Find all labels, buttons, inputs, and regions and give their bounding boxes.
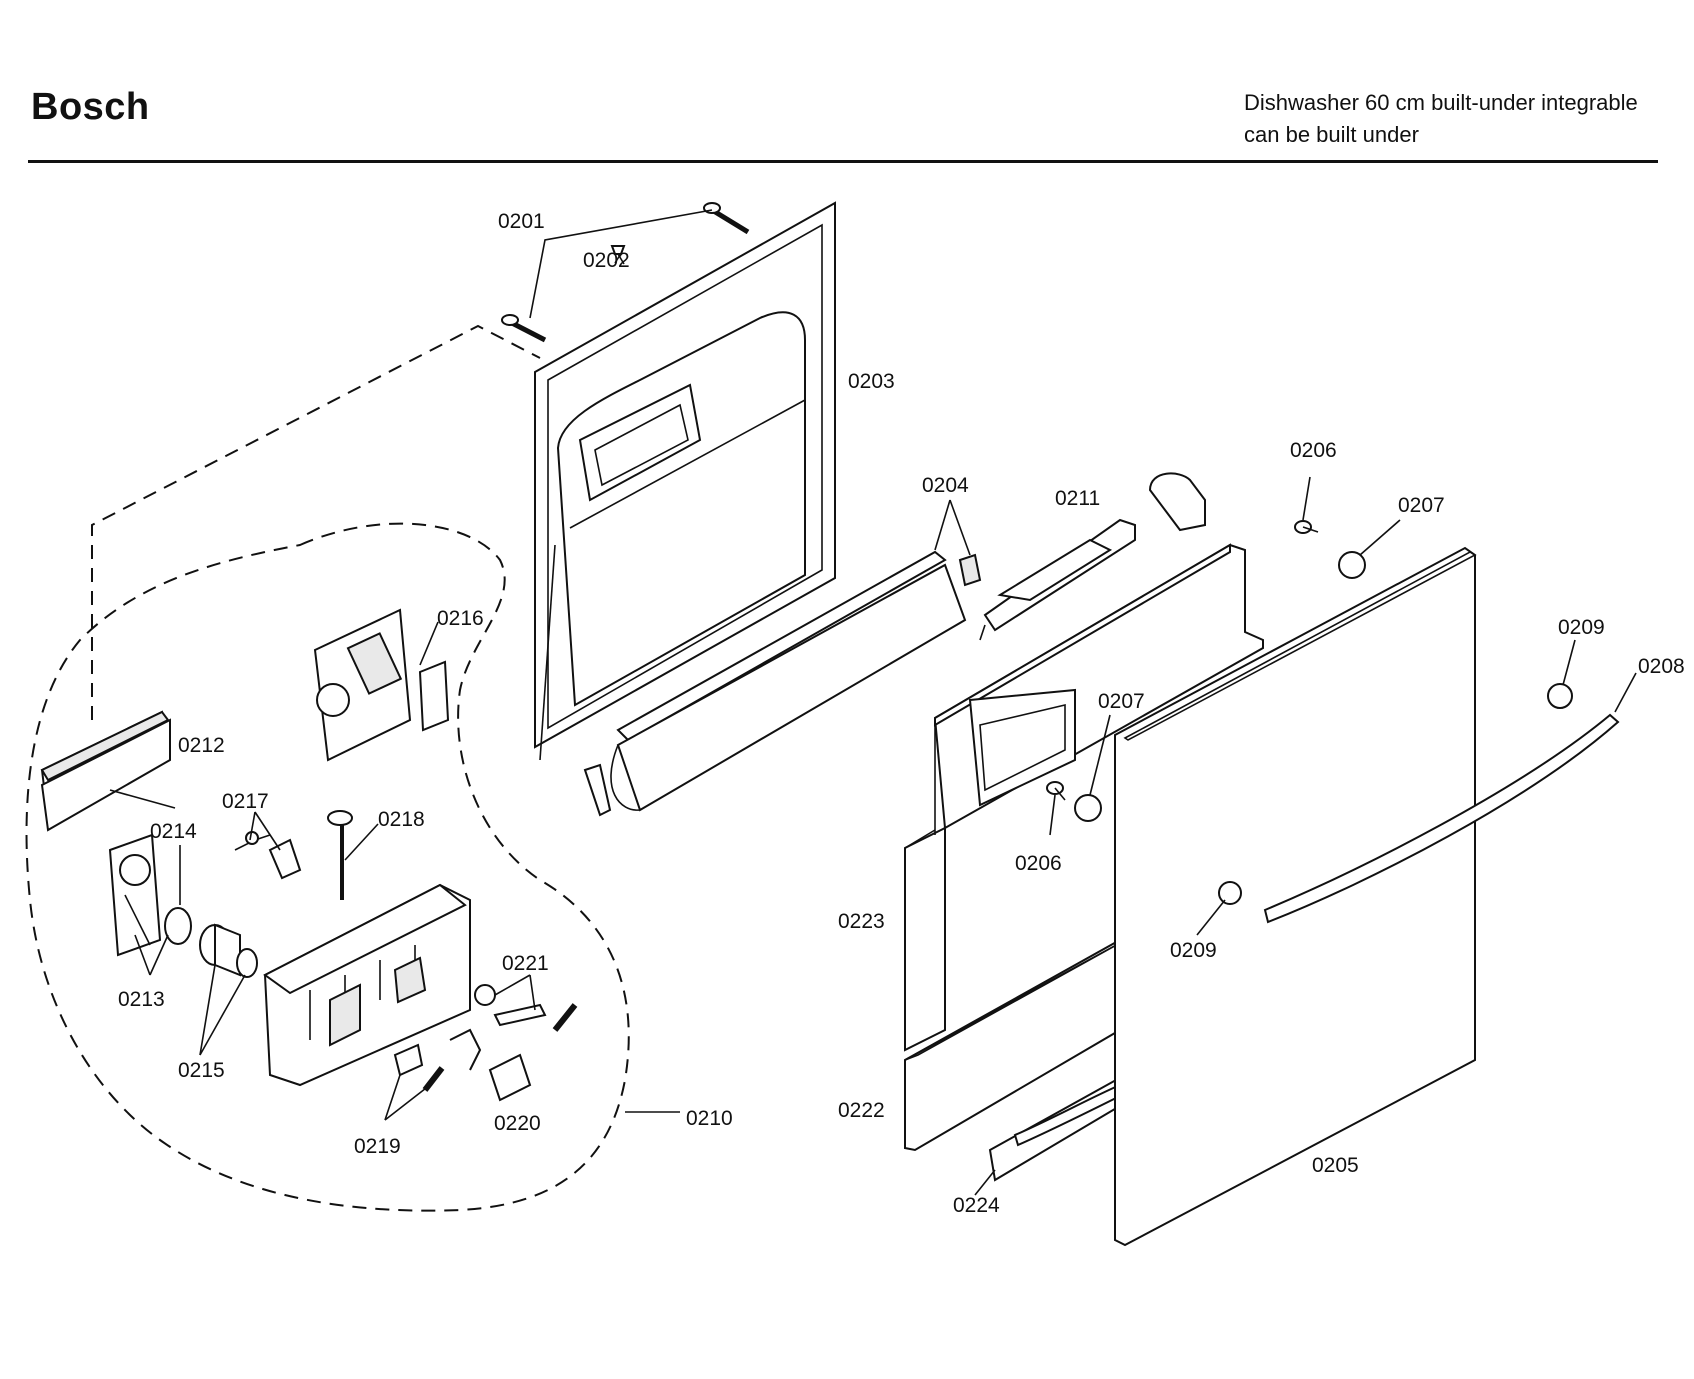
disc-0207-top [1338, 551, 1366, 579]
label-0206-top: 0206 [1290, 439, 1337, 462]
rinse-aid-housing [108, 833, 162, 957]
float-pin-0218 [327, 810, 353, 900]
label-0207-top: 0207 [1398, 494, 1445, 517]
dashed-leader [91, 324, 541, 720]
door-seal-strip [610, 550, 982, 812]
label-0211: 0211 [1055, 487, 1100, 510]
label-0201: 0201 [498, 210, 545, 233]
dispenser-housing [263, 883, 471, 1087]
rinse-cap-0215 [199, 923, 258, 978]
switch-0220 [488, 1053, 532, 1102]
inner-door-frame [534, 201, 836, 761]
label-0210: 0210 [686, 1107, 733, 1130]
label-0202: 0202 [583, 249, 630, 272]
spring-lever-0217 [234, 831, 302, 880]
label-0221: 0221 [502, 952, 549, 975]
detergent-flap [418, 660, 450, 732]
seal-ring-0214 [164, 907, 192, 945]
label-0203: 0203 [848, 370, 895, 393]
label-0217: 0217 [222, 790, 269, 813]
label-0219: 0219 [354, 1135, 401, 1158]
hinge-screw-0206-top [1294, 520, 1319, 534]
label-0218: 0218 [378, 808, 425, 831]
brand-title: Bosch [31, 86, 150, 128]
model-description-line1: Dishwasher 60 cm built-under integrable [1244, 90, 1638, 115]
screw-0201-top [703, 202, 750, 235]
dispenser-window-frame [40, 710, 171, 832]
dashed-group-outline [25, 522, 630, 1212]
label-0223: 0223 [838, 910, 885, 933]
kickplate-trim [988, 1073, 1132, 1182]
bracket-left [583, 763, 612, 817]
front-inner-panel [904, 543, 1264, 1052]
model-description-line2: can be built under [1244, 122, 1419, 147]
label-0220: 0220 [494, 1112, 541, 1135]
label-0209-right: 0209 [1558, 616, 1605, 639]
leader-lines [109, 209, 1637, 1196]
label-0213: 0213 [118, 988, 165, 1011]
label-0204: 0204 [922, 474, 969, 497]
label-0206-mid: 0206 [1015, 852, 1062, 875]
label-0209-left: 0209 [1170, 939, 1217, 962]
label-0215: 0215 [178, 1059, 225, 1082]
actuator-parts-0219 [393, 1028, 482, 1092]
label-0208: 0208 [1638, 655, 1685, 678]
header-rule [28, 160, 1658, 163]
label-0222: 0222 [838, 1099, 885, 1122]
label-0207-mid: 0207 [1098, 690, 1145, 713]
latch-parts-0221 [474, 984, 578, 1032]
cap-0209-right [1547, 683, 1573, 709]
screw-0201-left [501, 314, 547, 343]
label-0214: 0214 [150, 820, 197, 843]
hinge-screw-0206-mid [1046, 781, 1066, 801]
detergent-cover [313, 608, 412, 762]
lower-panel-strip [904, 938, 1121, 1152]
door-hinge-rail [979, 472, 1206, 641]
cap-0209-left [1218, 881, 1242, 905]
label-0205: 0205 [1312, 1154, 1359, 1177]
disc-0207-mid [1074, 794, 1102, 822]
door-handle [1263, 713, 1620, 924]
label-0212: 0212 [178, 734, 225, 757]
label-0216: 0216 [437, 607, 484, 630]
label-0224: 0224 [953, 1194, 1000, 1217]
